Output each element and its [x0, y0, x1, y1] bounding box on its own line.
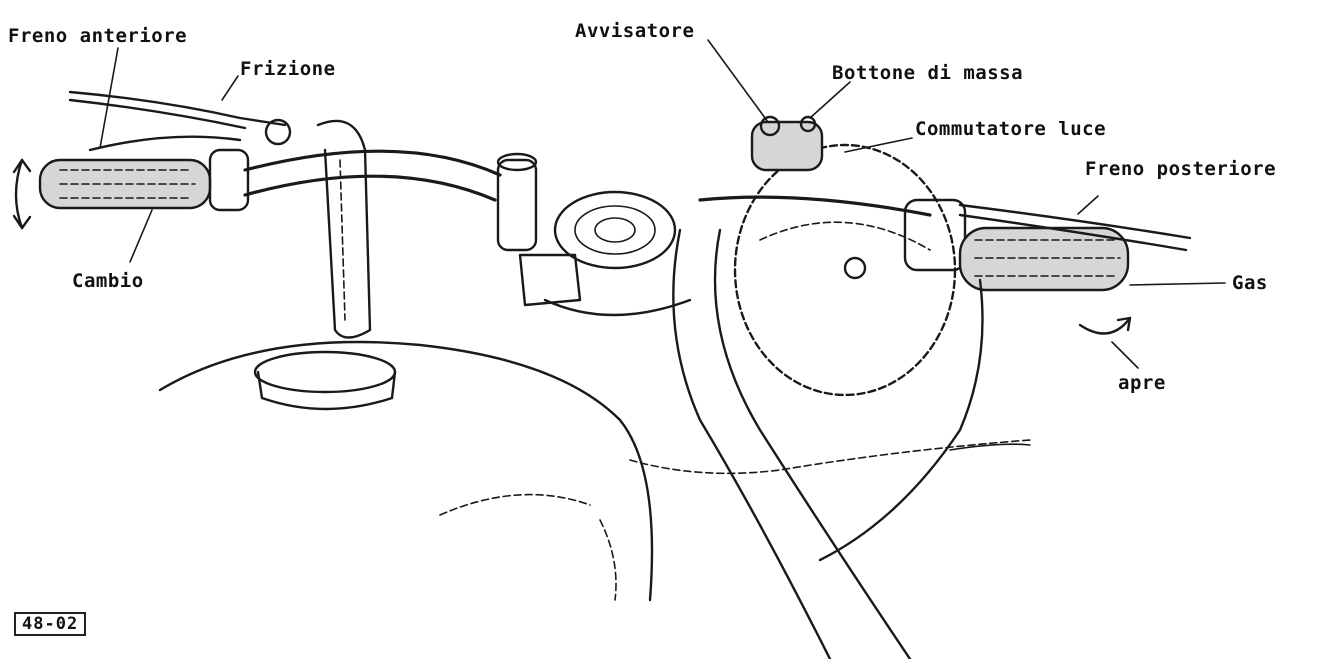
- shift-rotation-arrow: [16, 160, 22, 228]
- fuel-cap: [255, 352, 395, 409]
- switch-housing: [752, 117, 822, 170]
- label-throttle: Gas: [1232, 272, 1268, 294]
- clutch-lever: [70, 92, 285, 125]
- leader-ground-button: [810, 82, 850, 118]
- label-rear-brake: Freno posteriore: [1085, 158, 1276, 180]
- cable-right: [820, 280, 983, 560]
- label-gear-shift: Cambio: [72, 270, 144, 292]
- figure-code: 48-02: [14, 612, 86, 636]
- leader-opens: [1112, 342, 1138, 368]
- fuel-tank-outline: [160, 342, 652, 600]
- handlebar-left: [245, 151, 500, 175]
- steering-stem: [498, 160, 536, 250]
- leader-rear-brake: [1078, 196, 1098, 214]
- handlebar-right: [700, 197, 930, 215]
- label-light-switch: Commutatore luce: [915, 118, 1106, 140]
- label-horn: Avvisatore: [575, 20, 694, 42]
- leader-horn: [708, 40, 768, 122]
- front-brake-lever: [90, 137, 240, 150]
- cable-center: [715, 230, 910, 659]
- leader-throttle: [1130, 283, 1225, 285]
- stem-nut: [520, 255, 580, 305]
- tank-seam: [440, 495, 590, 515]
- center-dial: [555, 192, 675, 268]
- frame-tube: [630, 440, 1030, 473]
- leader-gear-shift: [130, 210, 152, 262]
- label-ground-button: Bottone di massa: [832, 62, 1023, 84]
- left-grip: [40, 150, 248, 210]
- leader-front-brake: [100, 48, 118, 148]
- leader-clutch: [222, 76, 238, 100]
- tank-curve-lower: [600, 520, 616, 600]
- label-clutch: Frizione: [240, 58, 336, 80]
- label-front-brake: Freno anteriore: [8, 25, 187, 47]
- cable-left: [673, 230, 830, 659]
- label-opens: apre: [1118, 372, 1166, 394]
